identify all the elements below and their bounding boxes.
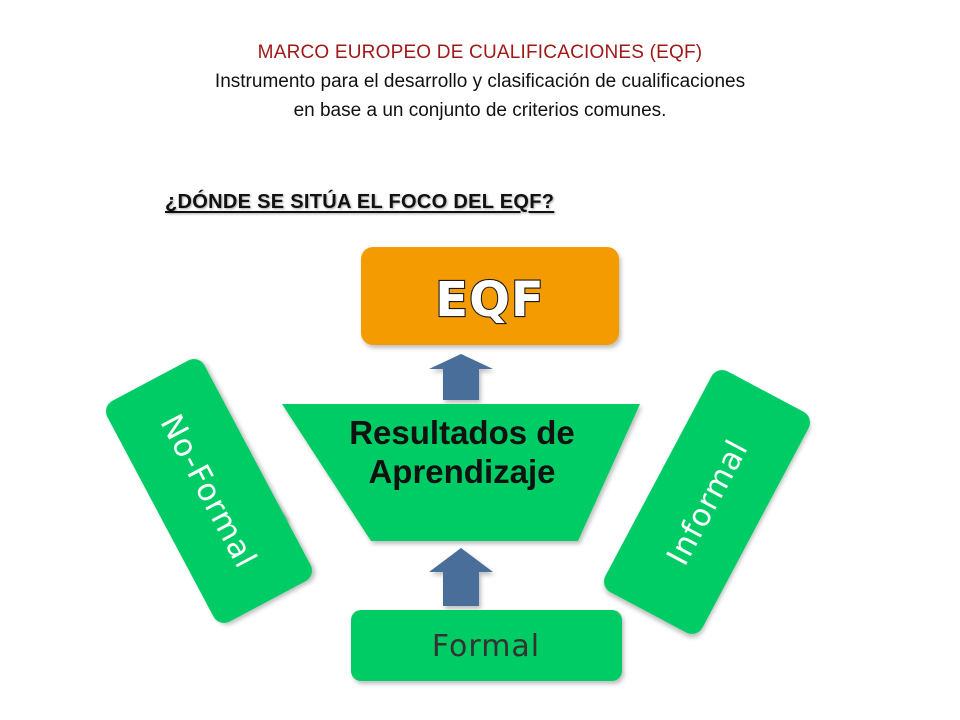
page-title: MARCO EUROPEO DE CUALIFICACIONES (EQF) [257, 42, 703, 63]
learning-outcomes-line-1: Resultados de [349, 414, 575, 451]
formal-label: Formal [432, 629, 540, 664]
header: MARCO EUROPEO DE CUALIFICACIONES (EQF) I… [0, 38, 960, 125]
learning-outcomes-funnel: Resultados de Aprendizaje [282, 404, 640, 541]
subtitle-line-2: en base a un conjunto de criterios comun… [293, 100, 667, 121]
eqf-box: EQF [361, 247, 619, 345]
learning-outcomes-line-2: Aprendizaje [368, 453, 555, 490]
focus-question: ¿DÓNDE SE SITÚA EL FOCO DEL EQF? [165, 191, 555, 213]
no-formal-box: No-Formal [105, 359, 313, 623]
arrow-from-formal [429, 548, 493, 606]
formal-box: Formal [351, 610, 622, 681]
informal-box: Informal [603, 370, 811, 634]
arrow-up-to-eqf [429, 354, 493, 400]
subtitle-line-1: Instrumento para el desarrollo y clasifi… [214, 71, 746, 92]
eqf-label: EQF [435, 272, 544, 328]
